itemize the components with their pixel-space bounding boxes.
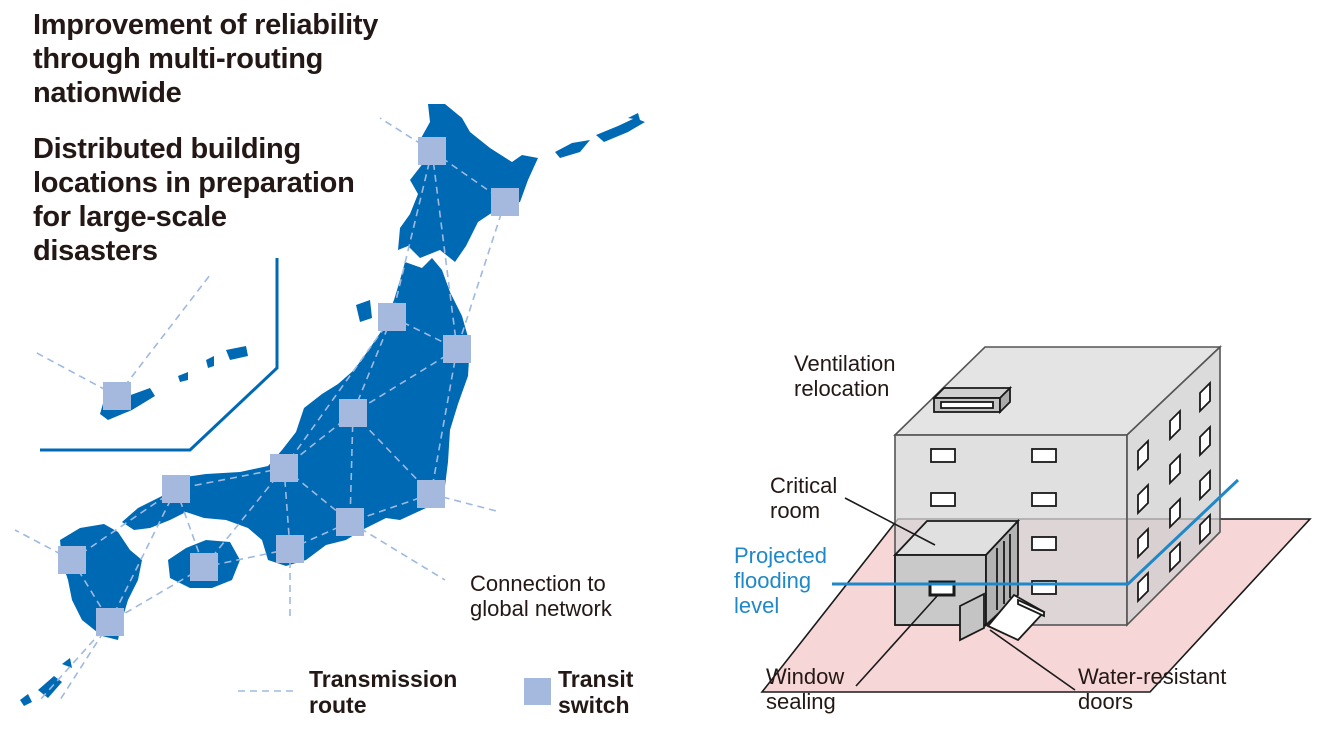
legend-switch-symbol xyxy=(524,678,551,705)
front-windows xyxy=(930,448,1057,595)
ventilation-relocation-label: Ventilation relocation xyxy=(794,351,896,401)
transit-switch xyxy=(443,335,471,363)
transit-switch xyxy=(378,303,406,331)
transit-switch xyxy=(58,546,86,574)
ventilation-unit xyxy=(931,385,1013,415)
leader-lines xyxy=(844,497,1076,691)
projected-flooding-level-label: Projected flooding level xyxy=(734,543,827,618)
transit-switch xyxy=(96,608,124,636)
transit-switch xyxy=(103,382,131,410)
transit-switch xyxy=(339,399,367,427)
water-resistant-doors-label: Water-resistant doors xyxy=(1078,664,1227,714)
critical-room xyxy=(892,518,1021,628)
flooding-level-line xyxy=(832,478,1240,586)
transit-switch xyxy=(162,475,190,503)
building-side-wall xyxy=(1126,345,1221,627)
legend-transit-switch-label: Transit switch xyxy=(558,666,634,718)
legend-transmission-route-label: Transmission route xyxy=(309,666,458,718)
transit-switch xyxy=(418,137,446,165)
map-inset-frame xyxy=(40,258,279,452)
transit-switch xyxy=(417,480,445,508)
building-front-wall xyxy=(894,434,1128,626)
transit-switch xyxy=(276,535,304,563)
transit-switch xyxy=(336,508,364,536)
critical-room-label: Critical room xyxy=(770,473,838,523)
japan-network-map xyxy=(14,104,645,706)
building-roof xyxy=(893,346,1223,436)
transit-switch xyxy=(491,188,519,216)
transit-switches xyxy=(58,137,519,636)
water-resistant-doors xyxy=(959,592,1046,642)
side-windows xyxy=(1137,380,1211,604)
transit-switch xyxy=(270,454,298,482)
sealed-window xyxy=(928,580,956,597)
window-sealing-label: Window sealing xyxy=(766,664,845,714)
connection-global-network-label: Connection to global network xyxy=(470,571,612,621)
transit-switch xyxy=(190,553,218,581)
heading-distributed-buildings: Distributed building locations in prepar… xyxy=(33,133,355,267)
heading-reliability: Improvement of reliability through multi… xyxy=(33,9,379,109)
